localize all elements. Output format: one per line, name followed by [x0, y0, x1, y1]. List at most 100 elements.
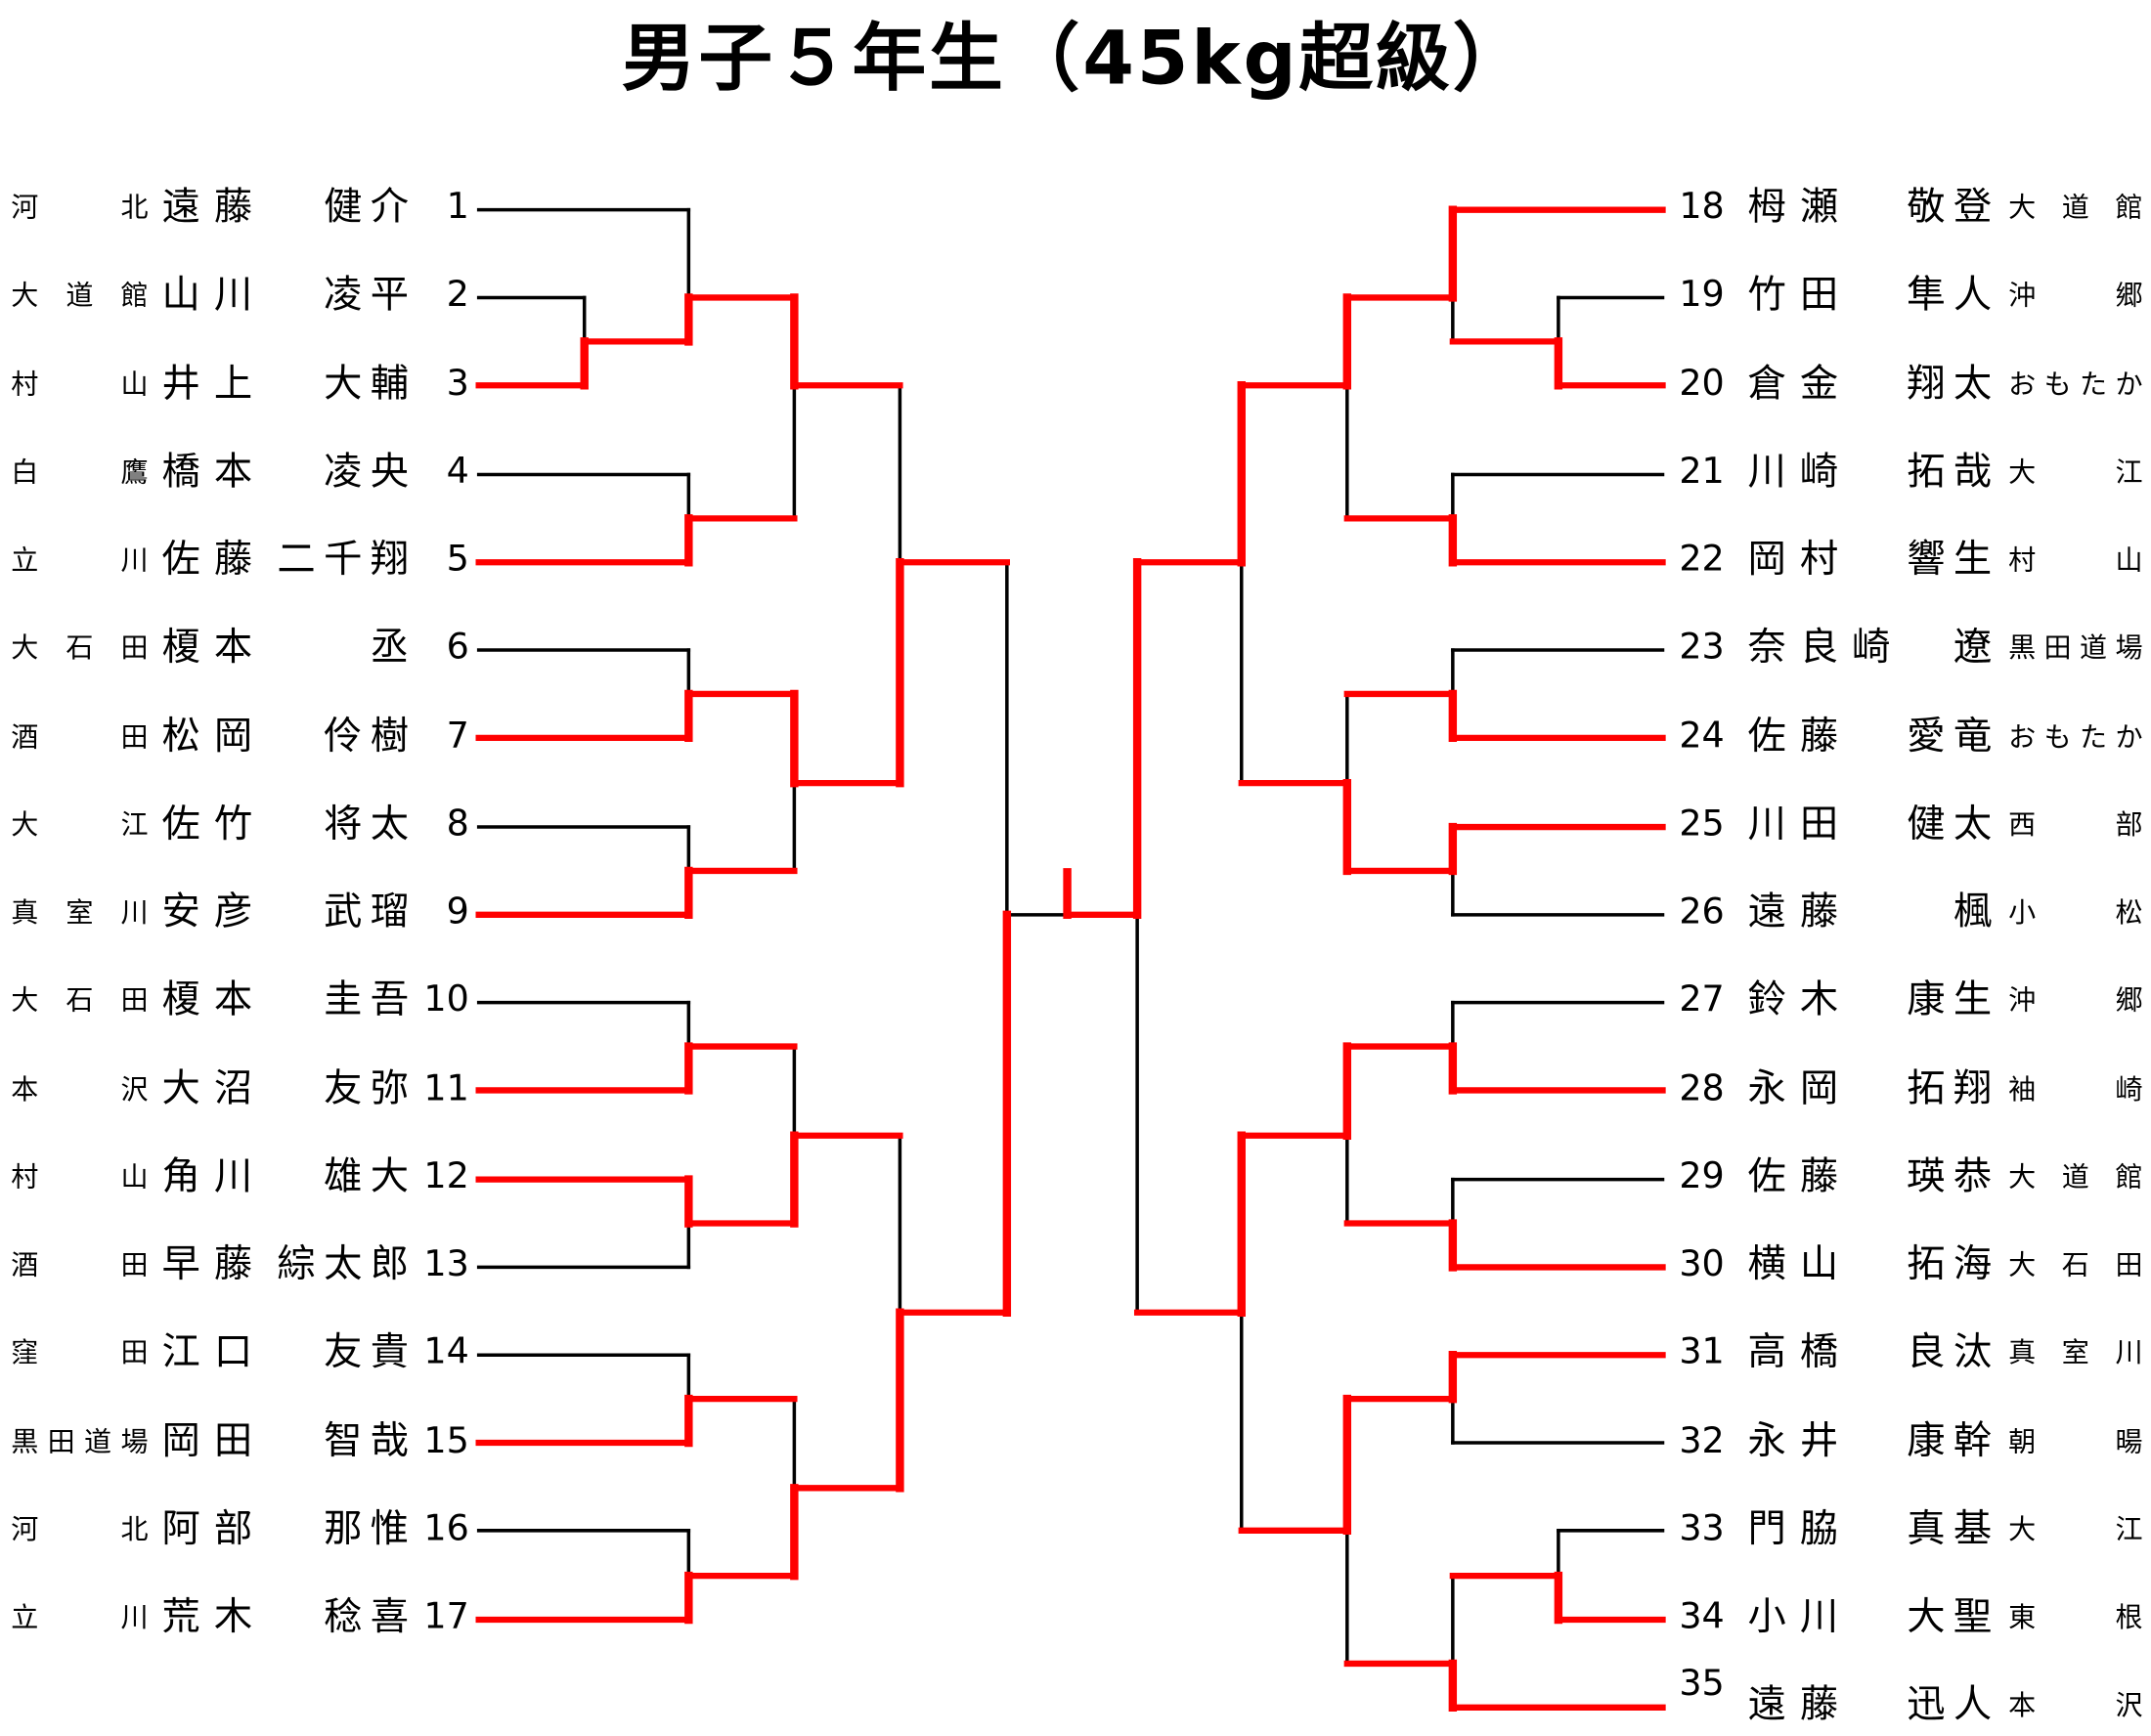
entrant-number: 17 — [423, 1596, 469, 1638]
entrant-school: 本沢 — [11, 1071, 149, 1106]
family-name: 横山 — [1747, 1240, 1853, 1287]
entrant-number: 13 — [423, 1243, 469, 1285]
given-name: 真基 — [1907, 1505, 2000, 1551]
family-name: 江口 — [161, 1328, 267, 1375]
entrant-school: 黒田道場 — [2008, 630, 2143, 665]
entrant-number: 3 — [446, 363, 469, 405]
entrant-school: 西部 — [2008, 807, 2143, 841]
given-name: 拓翔 — [1907, 1064, 2000, 1110]
entrant-school: 袖崎 — [2008, 1071, 2143, 1106]
entrant-number: 7 — [446, 715, 469, 757]
given-name: 大聖 — [1907, 1593, 2000, 1639]
entrant-number: 32 — [1679, 1419, 1725, 1461]
given-name: 智哉 — [324, 1417, 417, 1463]
entrant-school: 小松 — [2008, 895, 2143, 929]
family-name: 永井 — [1747, 1417, 1853, 1463]
entrant-name: 阿部那惟 — [162, 1501, 410, 1556]
entrant-school: 立川 — [11, 542, 149, 577]
given-name: 楓 — [1953, 889, 2000, 934]
entrant-number: 16 — [423, 1508, 469, 1550]
family-name: 鈴木 — [1747, 976, 1853, 1022]
entrant-school: 大道館 — [2008, 1159, 2143, 1194]
entrant-number: 11 — [423, 1067, 469, 1109]
entrant-name: 永井康幹 — [1747, 1413, 1992, 1468]
entrant-school: おもたか — [2008, 718, 2143, 753]
entrant-name: 佐藤愛竜 — [1747, 709, 1992, 763]
family-name: 大沼 — [161, 1064, 267, 1110]
family-name: 安彦 — [161, 889, 267, 934]
family-name: 佐竹 — [161, 801, 267, 846]
entrant-number: 25 — [1679, 803, 1725, 845]
given-name: 稔喜 — [324, 1593, 417, 1639]
entrant-school: 大道館 — [2008, 191, 2143, 224]
given-name: 友弥 — [324, 1064, 417, 1110]
family-name: 栂瀬 — [1747, 184, 1853, 230]
given-name: 凌央 — [324, 448, 417, 494]
entrant-school: 村山 — [11, 367, 149, 400]
entrant-number: 34 — [1679, 1596, 1725, 1638]
entrant-name: 奈良崎遼 — [1747, 621, 1992, 675]
entrant-number: 2 — [446, 274, 469, 317]
entrant-number: 29 — [1679, 1155, 1725, 1197]
given-name: 友貴 — [324, 1328, 417, 1375]
family-name: 井上 — [161, 360, 267, 406]
entrant-name: 遠藤楓 — [1747, 885, 1992, 939]
entrant-name: 榎本丞 — [162, 621, 410, 675]
given-name: 雄大 — [324, 1152, 417, 1198]
given-name: 将太 — [324, 801, 417, 846]
entrant-school: 大石田 — [2008, 1247, 2143, 1281]
given-name: 圭吾 — [324, 976, 417, 1022]
entrant-name: 川崎拓哉 — [1747, 444, 1992, 499]
entrant-name: 早藤綜太郎 — [162, 1237, 410, 1292]
entrant-name: 倉金翔太 — [1747, 356, 1992, 411]
family-name: 角川 — [161, 1152, 267, 1198]
entrant-number: 24 — [1679, 715, 1725, 757]
given-name: 拓哉 — [1907, 448, 2000, 494]
given-name: 敬登 — [1907, 184, 2000, 230]
entrant-school: 黒田道場 — [11, 1424, 149, 1457]
given-name: 康生 — [1907, 976, 2000, 1022]
family-name: 遠藤 — [1747, 1681, 1853, 1727]
given-name: 丞 — [370, 624, 417, 671]
given-name: 良汰 — [1907, 1328, 2000, 1375]
given-name: 愛竜 — [1907, 712, 2000, 759]
entrant-number: 31 — [1679, 1331, 1725, 1373]
entrant-school: 沖郷 — [2008, 983, 2143, 1018]
entrant-number: 21 — [1679, 451, 1725, 493]
entrant-school: 大石田 — [11, 630, 149, 665]
entrant-school: 河北 — [11, 1512, 149, 1545]
entrant-name: 山川凌平 — [162, 268, 410, 323]
family-name: 榎本 — [161, 624, 267, 671]
entrant-number: 15 — [423, 1419, 469, 1461]
entrant-school: 大江 — [11, 807, 149, 841]
family-name: 岡村 — [1747, 536, 1853, 582]
entrant-number: 28 — [1679, 1067, 1725, 1109]
given-name: 健太 — [1907, 801, 2000, 846]
entrant-school: 大江 — [2008, 455, 2143, 489]
entrant-name: 橋本凌央 — [162, 444, 410, 499]
entrant-name: 大沼友弥 — [162, 1061, 410, 1115]
entrant-number: 20 — [1679, 363, 1725, 405]
entrant-name: 松岡伶樹 — [162, 709, 410, 763]
given-name: 瑛恭 — [1907, 1152, 2000, 1198]
entrant-number: 14 — [423, 1331, 469, 1373]
entrant-name: 遠藤迅人 — [1747, 1677, 1992, 1732]
entrant-school: 朝暘 — [2008, 1424, 2143, 1457]
entrant-school: 村山 — [2008, 542, 2143, 577]
entrant-number: 10 — [423, 979, 469, 1021]
entrant-number: 27 — [1679, 979, 1725, 1021]
given-name: 隼人 — [1907, 272, 2000, 318]
family-name: 川田 — [1747, 801, 1853, 846]
entrant-school: 窪田 — [11, 1335, 149, 1369]
entrant-school: 沖郷 — [2008, 279, 2143, 312]
entrant-number: 9 — [446, 890, 469, 933]
entrant-name: 荒木稔喜 — [162, 1589, 410, 1644]
given-name: 康幹 — [1907, 1417, 2000, 1463]
entrant-school: 酒田 — [11, 718, 149, 753]
entrant-school: 村山 — [11, 1159, 149, 1194]
entrant-number: 30 — [1679, 1243, 1725, 1285]
entrant-name: 高橋良汰 — [1747, 1325, 1992, 1380]
entrant-number: 8 — [446, 803, 469, 845]
family-name: 荒木 — [161, 1593, 267, 1639]
entrant-number: 1 — [446, 186, 469, 228]
